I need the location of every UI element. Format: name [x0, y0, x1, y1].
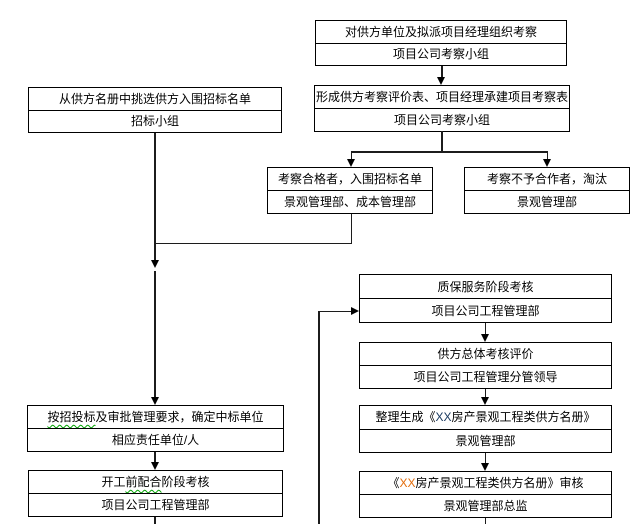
arrow-right-icon: [351, 306, 359, 315]
flow-box-overall: 供方总体考核评价 项目公司工程管理分管领导: [359, 342, 612, 389]
arrow-down-icon: [346, 159, 355, 167]
arrow-down-icon: [150, 462, 159, 470]
box-owner-text: 景观管理部: [516, 195, 577, 209]
arrow-down-icon: [150, 260, 159, 268]
connector-review-offpage-line: [484, 518, 486, 524]
arrow-down-icon: [150, 397, 159, 405]
connector-inspect-form-line: [441, 66, 443, 78]
flow-box-inspect: 对供方单位及拟派项目经理组织考察 项目公司考察小组: [315, 20, 567, 66]
text-segment: 房产景观工程类供方名册》: [451, 410, 596, 425]
flow-box-select: 从供方名册中挑选供方入围招标名单 招标小组: [28, 87, 282, 133]
arrow-down-icon: [481, 334, 489, 342]
text-segment: 及审批管理要求，确定中标单位: [95, 410, 264, 424]
box-owner-text: 景观管理部总监: [443, 499, 528, 513]
arrow-down-icon: [481, 397, 489, 405]
connector-return-up-line: [318, 311, 320, 524]
box-action-text: 《XX 房产景观工程类供方名册》审核: [360, 472, 611, 495]
flow-box-warranty: 质保服务阶段考核 项目公司工程管理部: [359, 274, 612, 323]
box-owner-text: 项目公司工程管理部: [101, 498, 210, 512]
connector-warranty-overall-line: [484, 323, 486, 334]
arrow-down-icon: [542, 159, 551, 167]
arrow-down-icon: [481, 463, 489, 471]
box-action-text: 按招投标及审批管理要求，确定中标单位: [28, 406, 283, 429]
connector-form-split-stem: [441, 131, 443, 152]
box-owner-text: 项目公司考察小组: [392, 47, 489, 62]
box-action-text: 考察合格者，入围招标名单: [268, 168, 432, 191]
box-owner-text: 项目公司工程管理部: [431, 303, 540, 318]
flow-box-review: 《XX 房产景观工程类供方名册》审核 景观管理部总监: [359, 471, 612, 518]
connector-to-confirm-line: [154, 271, 156, 397]
flow-box-confirm: 按招投标及审批管理要求，确定中标单位 相应责任单位/人: [27, 405, 284, 452]
arrow-down-icon: [437, 77, 445, 85]
connector-prestart-offpage-line: [154, 517, 156, 524]
connector-split-qualified-line: [350, 151, 352, 160]
box-action-text: 对供方单位及拟派项目经理组织考察: [316, 21, 566, 44]
flow-box-generate: 整理生成《XX 房产景观工程类供方名册》 景观管理部: [359, 405, 612, 453]
box-owner-text: 项目公司工程管理分管领导: [413, 370, 558, 384]
connector-merge-bar: [154, 242, 352, 244]
box-action-text: 开工前配合阶段考核: [29, 471, 282, 494]
text-segment-xx: XX: [435, 410, 452, 425]
box-owner-text: 景观管理部: [455, 433, 516, 448]
connector-select-down-line: [154, 133, 156, 243]
connector-return-right-line: [318, 310, 351, 312]
text-segment-xx: XX: [399, 476, 416, 490]
text-segment: 阶段考核: [161, 475, 210, 489]
flow-box-prestart: 开工前配合阶段考核 项目公司工程管理部: [28, 470, 283, 517]
connector-merge-down-line: [154, 243, 156, 260]
text-segment: 整理生成《: [375, 410, 436, 425]
text-segment: 《: [387, 476, 400, 490]
connector-overall-generate-line: [484, 389, 486, 397]
box-action-text: 形成供方考察评价表、项目经理承建项目考察表: [315, 86, 569, 109]
box-owner-text: 招标小组: [130, 114, 179, 129]
box-action-text: 质保服务阶段考核: [360, 275, 611, 299]
connector-generate-review-line: [484, 453, 486, 463]
flow-box-qualified: 考察合格者，入围招标名单 景观管理部、成本管理部: [267, 167, 433, 214]
connector-confirm-prestart-line: [154, 452, 156, 462]
box-action-text: 整理生成《XX 房产景观工程类供方名册》: [360, 406, 611, 430]
box-owner-text: 相应责任单位/人: [111, 433, 200, 447]
box-action-text: 供方总体考核评价: [360, 343, 611, 366]
text-segment: 房产景观工程类供方名册》审核: [415, 476, 584, 490]
connector-form-split-bar: [351, 151, 547, 153]
box-owner-text: 项目公司考察小组: [393, 113, 490, 127]
text-segment-spellcheck: 按招投标: [47, 410, 96, 424]
text-segment-spellcheck: 前配合: [125, 475, 162, 489]
box-action-text: 从供方名册中挑选供方入围招标名单: [29, 88, 281, 111]
connector-qualified-down-line: [350, 214, 352, 244]
connector-split-rejected-line: [546, 151, 548, 160]
flow-box-rejected: 考察不予合作者，淘汰 景观管理部: [464, 167, 630, 214]
text-segment: 开工: [101, 475, 126, 489]
box-action-text: 考察不予合作者，淘汰: [465, 168, 629, 191]
box-owner-text: 景观管理部、成本管理部: [283, 195, 416, 209]
flow-box-form: 形成供方考察评价表、项目经理承建项目考察表 项目公司考察小组: [314, 85, 570, 132]
